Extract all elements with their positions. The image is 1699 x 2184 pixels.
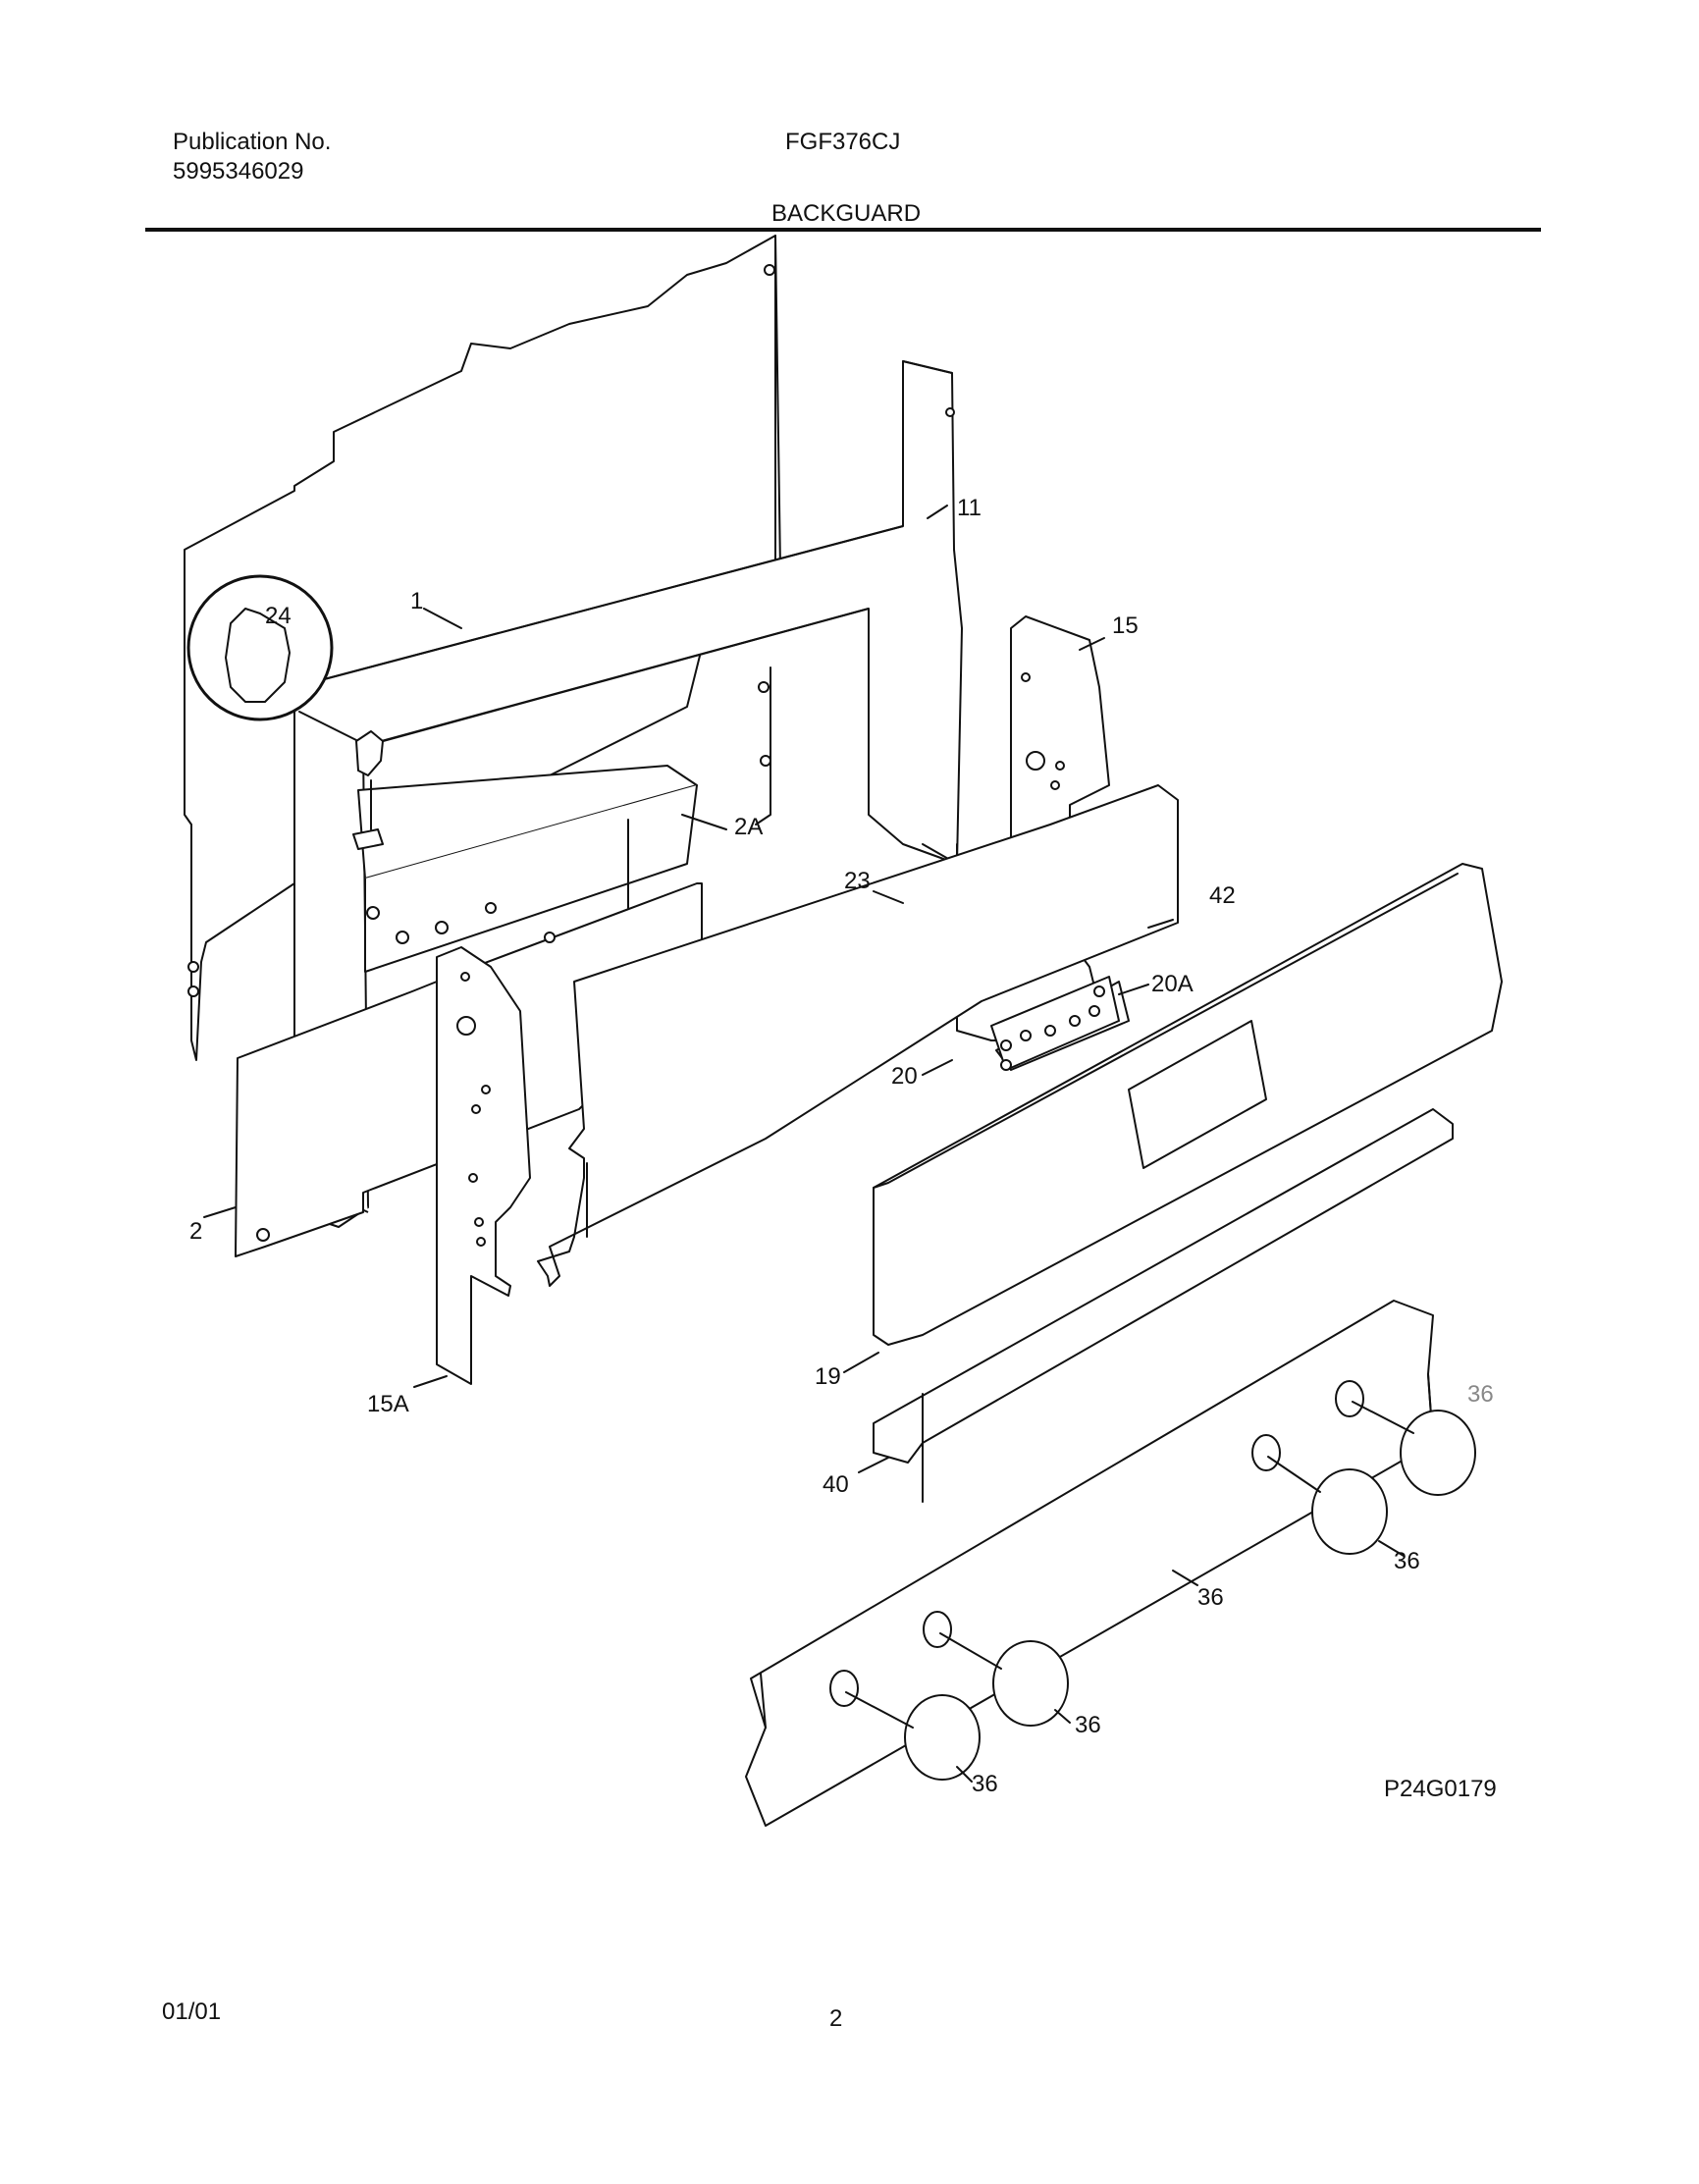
callout-15a: 15A [367,1391,409,1417]
part-19-control-panel [873,863,1503,1346]
callout-19: 19 [815,1363,841,1390]
footer-date: 01/01 [162,1998,222,2025]
callout-20a: 20A [1151,971,1194,997]
knob-1 [904,1694,981,1781]
callout-11: 11 [957,495,982,521]
callout-24: 24 [265,603,292,629]
callout-42: 40 [823,1471,849,1498]
callout-40: 36 [1197,1584,1224,1611]
part-56-lower-support [537,784,1179,1287]
publication-number: 5995346029 [173,158,304,185]
publication-label: Publication No. [173,129,332,155]
part-36-knobs [845,1401,1476,1781]
part-24-detail-balloon [186,574,384,850]
page-number: 2 [829,2005,843,2032]
part-15a-left-bracket [436,946,531,1385]
knob-2 [992,1640,1069,1727]
callout-36-c: 36 [1075,1712,1101,1738]
section-title: BACKGUARD [771,200,922,227]
part-20a-touchpad [990,976,1120,1071]
callout-1: 1 [410,588,423,614]
header-rule [145,228,1541,232]
callout-36-d: 36 [972,1771,998,1797]
part-42-trim-strip [873,1108,1454,1503]
knob-4 [1400,1410,1476,1496]
callout-15: 15 [1112,613,1139,639]
knob-3 [1311,1468,1388,1555]
callout-labels: 1 2 2A 11 15 15A 19 20 20A 23 24 36 36 3… [189,495,1497,1802]
callout-2a: 2A [734,814,763,840]
figure-code: P24G0179 [1384,1776,1497,1802]
callout-20: 20 [891,1063,918,1090]
callout-36-a: 36 [1467,1381,1494,1408]
callout-2: 2 [189,1218,202,1245]
part-40-panel-front [745,1300,1434,1827]
model-number: FGF376CJ [785,129,901,155]
leader-lines [203,505,1405,1783]
callout-36-b: 36 [1394,1548,1420,1574]
callout-56: 42 [1209,882,1236,909]
callout-23: 23 [844,868,871,894]
